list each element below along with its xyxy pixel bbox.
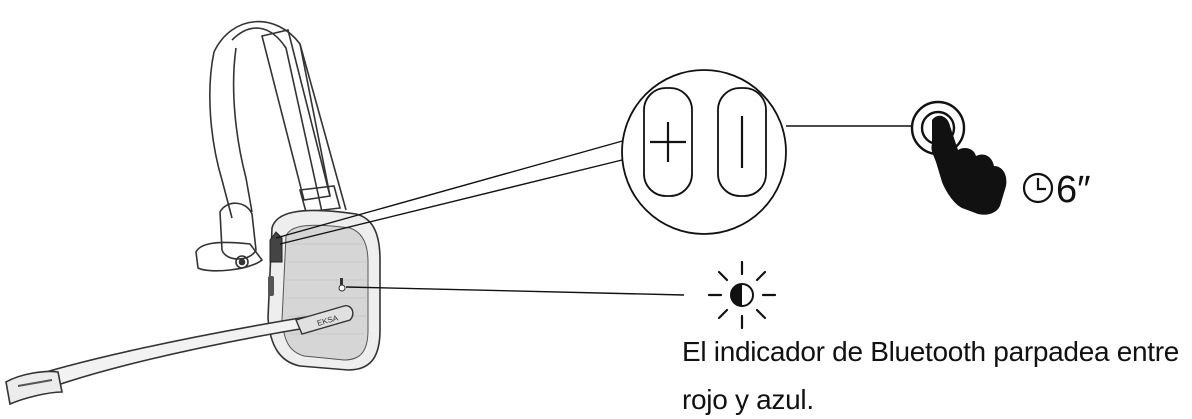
indicator-caption-line1: El indicador de Bluetooth parpadea entre <box>682 336 1180 367</box>
indicator-caption-line2: rojo y azul. <box>682 384 814 415</box>
clock-icon <box>1022 172 1054 204</box>
mic-boom: EKSA <box>5 305 354 406</box>
plus-icon <box>650 122 686 162</box>
zoom-leader-lines <box>275 139 627 245</box>
led-leader-line <box>345 286 685 296</box>
headband <box>209 20 347 219</box>
buttons-zoom-circle <box>621 69 787 235</box>
earcup <box>267 209 381 371</box>
finger-press-icon <box>910 100 1007 215</box>
press-duration-text: 6″ <box>1056 169 1091 211</box>
earcup-led <box>340 278 343 286</box>
headband-pad <box>195 202 264 272</box>
led-flash-icon <box>707 260 777 330</box>
